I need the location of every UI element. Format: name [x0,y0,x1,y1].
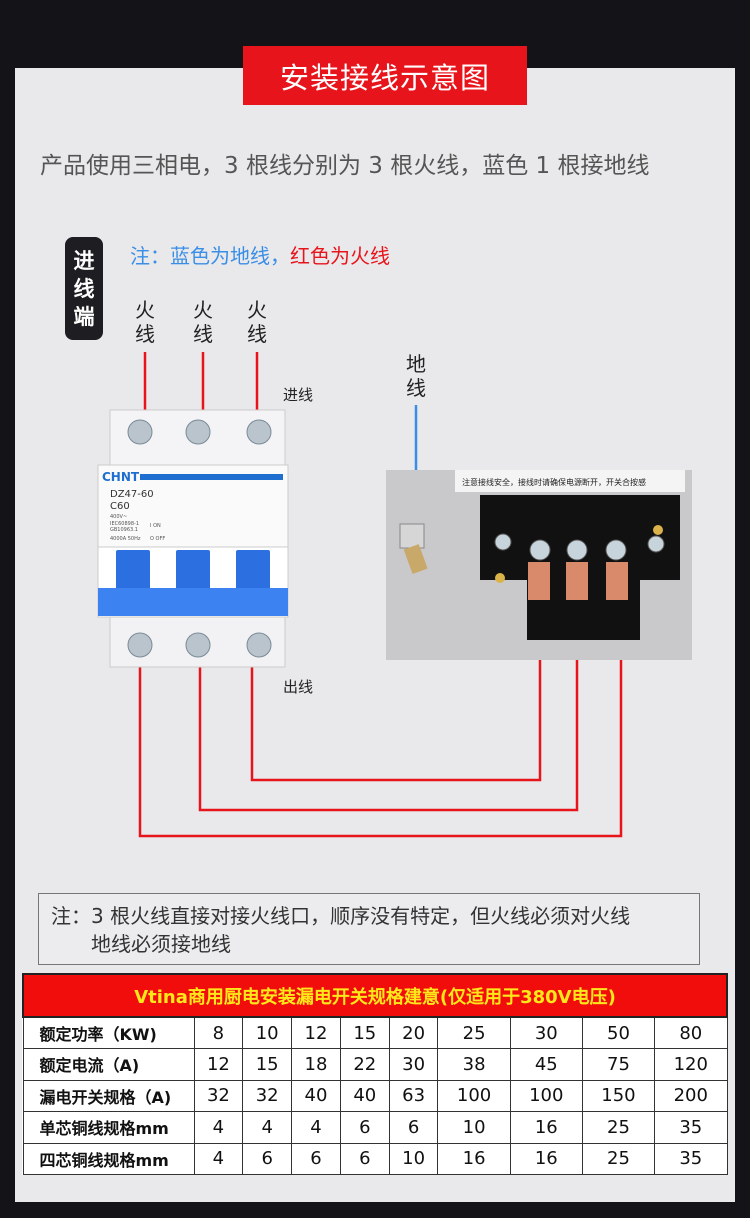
table-cell: 12 [291,1016,341,1049]
note-line-1: 注：3 根火线直接对接火线口，顺序没有特定，但火线必须对火线 [51,904,631,928]
table-cell: 16 [437,1142,511,1175]
legend-red: 红色为火线 [290,244,390,268]
breaker-voltage: 400V~ [110,514,127,520]
breaker-brand: CHNT [102,470,140,484]
table-cell: 32 [242,1079,293,1112]
table-header: Vtina商用厨电安装漏电开关规格建意(仅适用于380V电压) [22,973,728,1018]
breaker-off: O OFF [150,536,165,542]
table-cell: 4 [193,1142,244,1175]
table-cell: 25 [581,1142,656,1175]
live-wires [138,352,623,838]
table-cell: 120 [654,1048,728,1081]
input-end-tag: 进线端 [65,237,103,340]
row-label: 单芯铜线规格mm [22,1111,195,1144]
page-title: 安装接线示意图 [243,46,527,105]
table-cell: 10 [242,1016,293,1049]
table-cell: 35 [654,1111,728,1144]
breaker-std2: GB10963.1 [110,527,138,533]
table-cell: 75 [581,1048,656,1081]
breaker-spec-table: Vtina商用厨电安装漏电开关规格建意(仅适用于380V电压) 额定功率（KW)… [22,973,728,1175]
row-label: 四芯铜线规格mm [22,1142,195,1175]
table-cell: 18 [291,1048,341,1081]
table-cell: 200 [654,1079,728,1112]
in-label: 进线 [283,386,314,404]
table-cell: 6 [242,1142,293,1175]
table-cell: 150 [581,1079,656,1112]
table-cell: 4 [291,1111,341,1144]
live-label-2: 火线 [193,298,213,346]
table-cell: 30 [509,1016,583,1049]
breaker-std1: IEC60898-1 [110,521,139,527]
table-cell: 35 [654,1142,728,1175]
table-cell: 12 [193,1048,244,1081]
table-cell: 38 [437,1048,511,1081]
table-cell: 100 [509,1079,583,1112]
circuit-breaker: CHNT DZ47-60 C60 400V~ IEC60898-1 GB1096… [97,409,289,668]
note-line-2: 地线必须接地线 [91,932,231,956]
subtitle: 产品使用三相电，3 根线分别为 3 根火线，蓝色 1 根接地线 [40,153,650,179]
row-label: 额定电流（A) [22,1048,195,1081]
table-cell: 6 [339,1142,390,1175]
table-cell: 4 [242,1111,293,1144]
table-cell: 63 [388,1079,439,1112]
table-cell: 45 [509,1048,583,1081]
table-cell: 8 [193,1016,244,1049]
breaker-on: I ON [150,523,161,529]
table-cell: 15 [339,1016,390,1049]
table-cell: 6 [339,1111,390,1144]
photo-warning: 注意接线安全，接线时请确保电源断开，开关合按感 [462,477,646,487]
table-cell: 22 [339,1048,390,1081]
table-cell: 6 [388,1111,439,1144]
table-cell: 16 [509,1142,583,1175]
live-label-1: 火线 [135,298,155,346]
table-cell: 80 [654,1016,728,1049]
out-label: 出线 [283,678,314,696]
legend-blue: 注：蓝色为地线， [130,244,290,268]
table-cell: 100 [437,1079,511,1112]
table-cell: 6 [291,1142,341,1175]
breaker-model: DZ47-60 [110,489,154,500]
live-label-3: 火线 [247,298,267,346]
table-cell: 40 [291,1079,341,1112]
table-cell: 10 [388,1142,439,1175]
table-cell: 4 [193,1111,244,1144]
table-cell: 50 [581,1016,656,1049]
table-cell: 25 [437,1016,511,1049]
table-cell: 15 [242,1048,293,1081]
row-label: 漏电开关规格（A) [22,1079,195,1112]
table-cell: 16 [509,1111,583,1144]
wiring-diagram: CHNT DZ47-60 C60 400V~ IEC60898-1 GB1096… [97,352,692,838]
ground-label: 地线 [406,352,426,400]
table-cell: 10 [437,1111,511,1144]
color-legend: 注：蓝色为地线，红色为火线 [130,240,390,269]
breaker-rating: C60 [110,501,130,512]
installation-note: 注：3 根火线直接对接火线口，顺序没有特定，但火线必须对火线 地线必须接地线 [38,893,700,965]
table-cell: 20 [388,1016,439,1049]
row-label: 额定功率（KW) [22,1016,195,1049]
breaker-spec: 4000A 50Hz [110,536,141,542]
table-cell: 40 [339,1079,390,1112]
table-cell: 25 [581,1111,656,1144]
table-cell: 32 [193,1079,244,1112]
table-cell: 30 [388,1048,439,1081]
terminal-photo: 注意接线安全，接线时请确保电源断开，开关合按感 [386,470,692,660]
